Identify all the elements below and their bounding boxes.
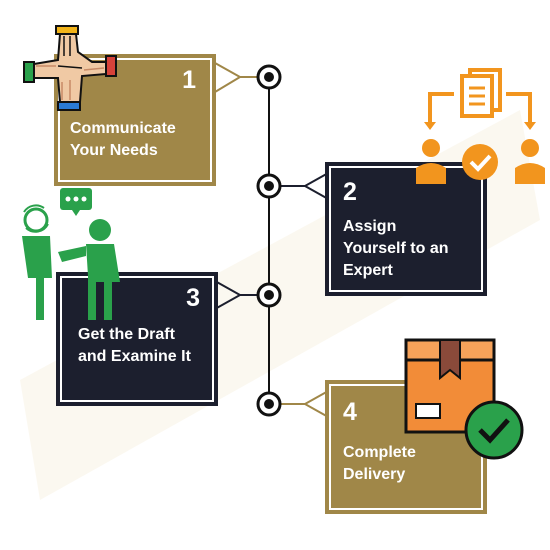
- package-check-icon: [404, 338, 524, 460]
- connector-3: [214, 280, 258, 296]
- timeline-node-4: [256, 391, 282, 417]
- step-number-4: 4: [343, 398, 357, 426]
- step-number-2: 2: [343, 178, 357, 206]
- timeline-node-1: [256, 64, 282, 90]
- step-text-2: Assign Yourself to an Expert: [343, 218, 449, 279]
- timeline-node-3: [256, 282, 282, 308]
- timeline-node-2: [256, 173, 282, 199]
- people-discussion-icon: [22, 188, 120, 320]
- connector-3b: [214, 294, 241, 310]
- document-assign-icon: [416, 68, 545, 184]
- connector-4: [280, 389, 331, 405]
- step-number-3: 3: [186, 284, 200, 312]
- connector-2: [280, 171, 331, 187]
- step-number-1: 1: [182, 66, 196, 94]
- connector-1: [214, 62, 258, 78]
- step-card-2: 2 Assign Yourself to an Expert: [325, 162, 487, 296]
- connector-1b: [214, 76, 241, 93]
- step-card-3: 3 Get the Draft and Examine It: [56, 272, 218, 406]
- hands-together-icon: [23, 25, 117, 111]
- step-text-1: Communicate Your Needs: [70, 120, 176, 159]
- step-text-3: Get the Draft and Examine It: [78, 326, 191, 365]
- step-text-4: Complete Delivery: [343, 444, 416, 483]
